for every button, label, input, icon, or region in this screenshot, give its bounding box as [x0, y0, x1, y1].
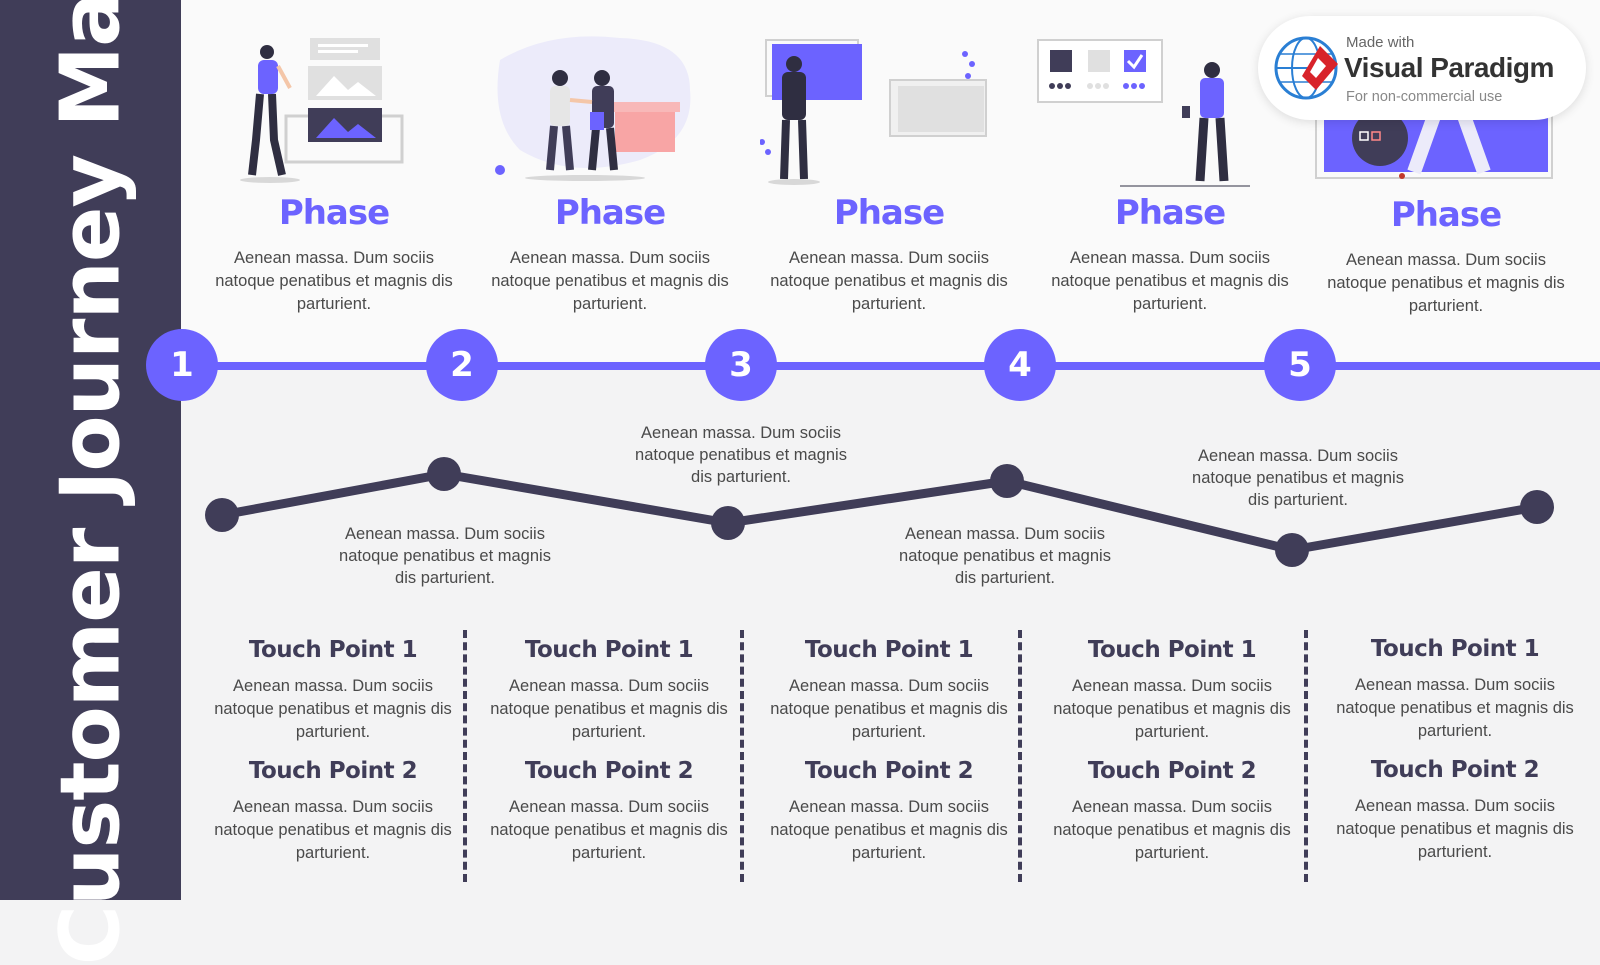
touchpoint-column-3: Touch Point 1 Aenean massa. Dum sociis n… [769, 637, 1009, 879]
touchpoint-description: Aenean massa. Dum sociis natoque penatib… [1336, 797, 1574, 861]
touchpoint-column-5: Touch Point 1 Aenean massa. Dum sociis n… [1335, 636, 1575, 878]
person-at-board-illustration [1315, 110, 1553, 179]
watermark-subtitle: For non-commercial use [1346, 89, 1503, 105]
emotion-point [711, 506, 745, 540]
column-divider [740, 630, 744, 882]
sidebar: Customer Journey Map [0, 0, 181, 965]
touchpoint-title: Touch Point 2 [1087, 758, 1257, 784]
touchpoint-title: Touch Point 1 [524, 637, 694, 663]
emotion-point [1520, 490, 1554, 524]
phase-description: Aenean massa. Dum sociis natoque penatib… [215, 249, 453, 313]
emotion-note: Aenean massa. Dum sociis natoque penatib… [1192, 447, 1404, 509]
phase-5: Phase Aenean massa. Dum sociis natoque p… [1321, 195, 1571, 318]
step-circle-2: 2 [426, 329, 498, 401]
phase-description: Aenean massa. Dum sociis natoque penatib… [770, 249, 1008, 313]
phase-title: Phase [833, 193, 945, 233]
step-circle-1: 1 [146, 329, 218, 401]
touchpoint-description: Aenean massa. Dum sociis natoque penatib… [1053, 677, 1291, 741]
touchpoint-description: Aenean massa. Dum sociis natoque penatib… [1336, 676, 1574, 740]
person-with-phone-illustration [1037, 39, 1250, 187]
watermark-name: Visual Paradigm [1344, 52, 1554, 83]
touchpoint-description: Aenean massa. Dum sociis natoque penatib… [490, 677, 728, 741]
emotion-note: Aenean massa. Dum sociis natoque penatib… [899, 525, 1111, 587]
column-divider [463, 630, 467, 882]
touchpoint-title: Touch Point 1 [804, 637, 974, 663]
visual-paradigm-logo-icon [1274, 36, 1338, 100]
touchpoint-description: Aenean massa. Dum sociis natoque penatib… [770, 798, 1008, 862]
phase-2: Phase Aenean massa. Dum sociis natoque p… [485, 193, 735, 316]
column-divider [1304, 630, 1308, 882]
emotion-note: Aenean massa. Dum sociis natoque penatib… [339, 525, 551, 587]
phase-1: Phase Aenean massa. Dum sociis natoque p… [209, 193, 459, 316]
touchpoint-column-2: Touch Point 1 Aenean massa. Dum sociis n… [489, 637, 729, 879]
touchpoint-description: Aenean massa. Dum sociis natoque penatib… [214, 677, 452, 741]
phase-description: Aenean massa. Dum sociis natoque penatib… [1051, 249, 1289, 313]
phase-title: Phase [1114, 193, 1226, 233]
touchpoint-description: Aenean massa. Dum sociis natoque penatib… [1053, 798, 1291, 862]
phase-3: Phase Aenean massa. Dum sociis natoque p… [764, 193, 1014, 316]
emotion-point [205, 498, 239, 532]
timeline-bar [181, 362, 1600, 370]
emotion-point [990, 464, 1024, 498]
person-with-image-cards-illustration [240, 38, 404, 183]
emotion-point [427, 457, 461, 491]
watermark-made-with: Made with [1346, 34, 1415, 51]
handshake-meeting-illustration [495, 36, 691, 181]
touchpoint-column-1: Touch Point 1 Aenean massa. Dum sociis n… [213, 637, 453, 879]
emotion-note: Aenean massa. Dum sociis natoque penatib… [635, 424, 847, 486]
phase-title: Phase [1390, 195, 1502, 235]
touchpoint-description: Aenean massa. Dum sociis natoque penatib… [490, 798, 728, 862]
phase-title: Phase [554, 193, 666, 233]
phase-description: Aenean massa. Dum sociis natoque penatib… [1327, 251, 1565, 315]
touchpoint-description: Aenean massa. Dum sociis natoque penatib… [770, 677, 1008, 741]
emotion-point [1275, 533, 1309, 567]
touchpoint-title: Touch Point 2 [1370, 757, 1540, 783]
touchpoint-title: Touch Point 1 [1087, 637, 1257, 663]
phase-4: Phase Aenean massa. Dum sociis natoque p… [1045, 193, 1295, 316]
touchpoint-title: Touch Point 2 [524, 758, 694, 784]
touchpoint-title: Touch Point 1 [248, 637, 418, 663]
step-circle-3: 3 [705, 329, 777, 401]
touchpoint-title: Touch Point 2 [248, 758, 418, 784]
touchpoint-title: Touch Point 2 [804, 758, 974, 784]
person-at-screens-illustration [760, 39, 987, 185]
step-circle-4: 4 [984, 329, 1056, 401]
column-divider [1018, 630, 1022, 882]
watermark-badge: Made with Visual Paradigm For non-commer… [1258, 16, 1586, 120]
touchpoint-description: Aenean massa. Dum sociis natoque penatib… [214, 798, 452, 862]
page-title: Customer Journey Map [43, 0, 139, 965]
phase-title: Phase [278, 193, 390, 233]
touchpoint-column-4: Touch Point 1 Aenean massa. Dum sociis n… [1052, 637, 1292, 879]
step-circle-5: 5 [1264, 329, 1336, 401]
phase-description: Aenean massa. Dum sociis natoque penatib… [491, 249, 729, 313]
touchpoint-title: Touch Point 1 [1370, 636, 1540, 662]
